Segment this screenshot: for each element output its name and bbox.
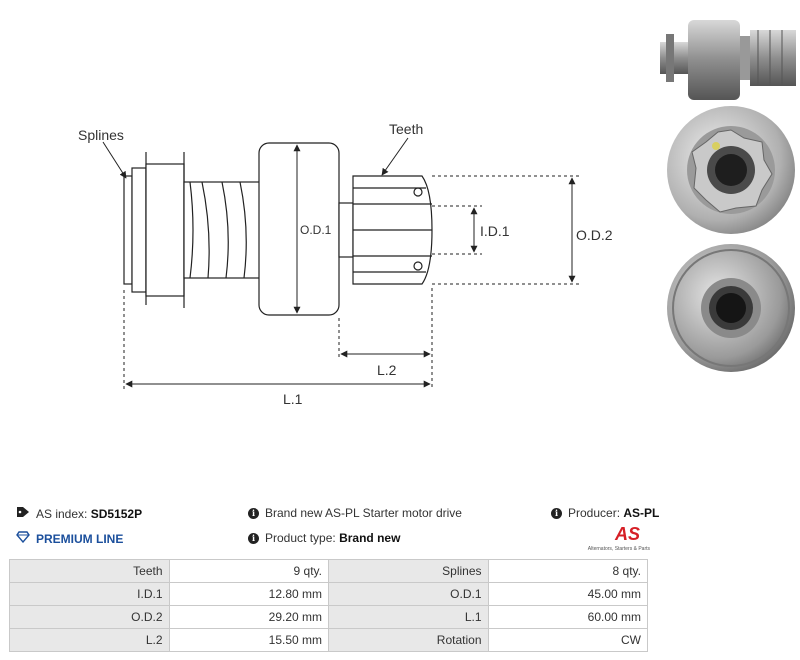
spec-value: 9 qty. [168, 559, 329, 583]
clutch-housing [145, 163, 185, 297]
producer-value: AS-PL [623, 506, 660, 520]
label-od2: O.D.2 [576, 227, 613, 243]
shaft [338, 202, 354, 258]
spec-value: 29.20 mm [168, 605, 329, 629]
label-od1: O.D.1 [300, 223, 332, 237]
logo-mark: AS [614, 524, 640, 544]
rear-flange [131, 167, 147, 293]
specs-table: Teeth 9 qty. Splines 8 qty. I.D.1 12.80 … [9, 559, 648, 652]
technical-drawing: Splines Teeth O.D.1 I.D.1 O.D.2 L.2 L.1 [78, 121, 613, 407]
label-teeth: Teeth [389, 121, 423, 137]
label-id1: I.D.1 [480, 223, 510, 239]
description-row: i Brand new AS-PL Starter motor drive [248, 506, 462, 520]
spec-key: L.1 [328, 605, 489, 629]
spec-value: 8 qty. [487, 559, 648, 583]
spec-key: I.D.1 [9, 582, 170, 606]
producer-label: Producer: [568, 506, 621, 520]
label-splines: Splines [78, 127, 124, 143]
spec-value: CW [487, 628, 648, 652]
spec-value: 60.00 mm [487, 605, 648, 629]
product-type-label: Product type: [265, 531, 336, 545]
table-row: O.D.2 29.20 mm L.1 60.00 mm [9, 605, 648, 629]
info-icon: i [551, 507, 562, 519]
product-photo-rear [667, 244, 795, 372]
product-photo-front [667, 106, 795, 234]
as-index-label: AS index: [36, 506, 88, 521]
label-l2: L.2 [377, 362, 397, 378]
diamond-icon [16, 531, 30, 546]
as-index-row: AS index: SD5152P [16, 506, 142, 521]
product-type-value: Brand new [339, 531, 401, 545]
table-row: I.D.1 12.80 mm O.D.1 45.00 mm [9, 582, 648, 606]
spec-key: O.D.2 [9, 605, 170, 629]
tag-icon [16, 506, 30, 521]
producer-row: i Producer: AS-PL [551, 506, 659, 520]
spec-value: 45.00 mm [487, 582, 648, 606]
description-text: Brand new AS-PL Starter motor drive [265, 506, 462, 520]
table-row: Teeth 9 qty. Splines 8 qty. [9, 559, 648, 583]
spec-key: Teeth [9, 559, 170, 583]
logo-tagline: Alternators, Starters & Parts [587, 546, 650, 552]
premium-line-label: PREMIUM LINE [36, 531, 124, 546]
spline-hub [123, 175, 133, 285]
spring-body [183, 181, 261, 279]
spec-key: Splines [328, 559, 489, 583]
premium-line-row: PREMIUM LINE [16, 531, 123, 546]
spec-key: Rotation [328, 628, 489, 652]
as-index-value: SD5152P [90, 506, 143, 521]
label-l1: L.1 [283, 391, 303, 407]
product-photo-side [660, 20, 796, 100]
table-row: L.2 15.50 mm Rotation CW [9, 628, 648, 652]
info-icon: i [248, 532, 259, 544]
spec-key: O.D.1 [328, 582, 489, 606]
info-icon: i [248, 507, 259, 519]
spec-value: 12.80 mm [168, 582, 329, 606]
spec-value: 15.50 mm [168, 628, 329, 652]
product-type-row: i Product type: Brand new [248, 531, 400, 545]
as-logo: AS Alternators, Starters & Parts [584, 524, 650, 552]
spec-key: L.2 [9, 628, 170, 652]
